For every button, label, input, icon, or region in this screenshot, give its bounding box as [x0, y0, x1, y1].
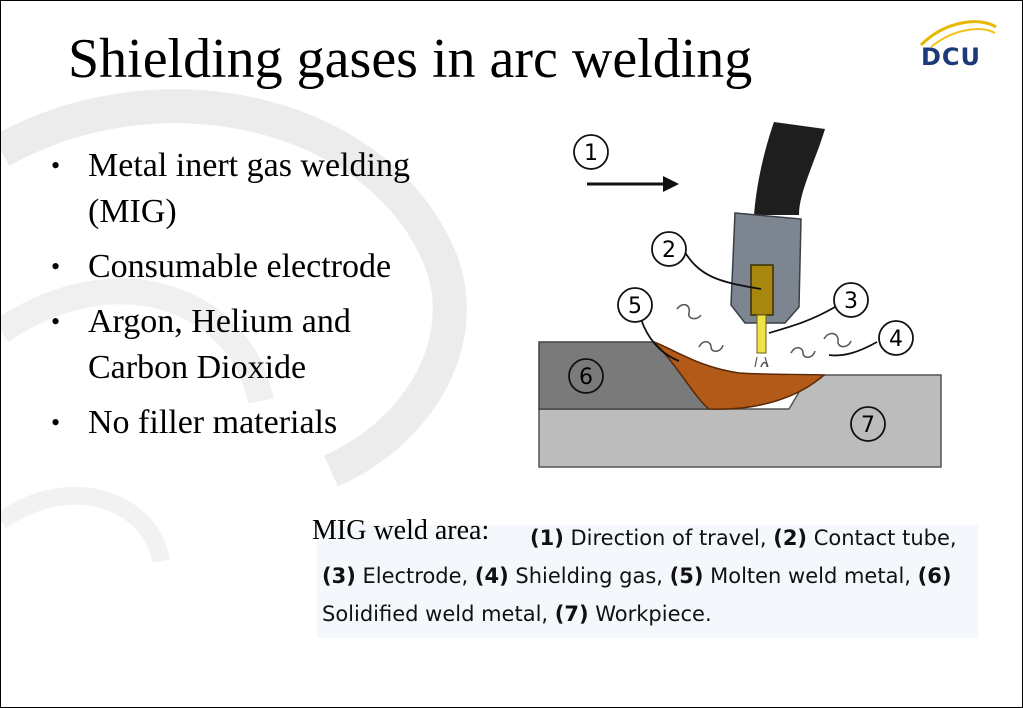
- dcu-logo-swoosh-icon: [919, 20, 997, 48]
- bullet-text: No filler materials: [88, 404, 338, 441]
- callout-number: 7: [861, 413, 875, 438]
- bullet-marker: •: [51, 408, 61, 437]
- caption-item: Solidified weld metal,: [322, 602, 555, 626]
- leader-line: [640, 318, 680, 362]
- caption-text: (1) Direction of travel, (2) Contact tub…: [322, 519, 972, 633]
- caption-item: Molten weld metal,: [703, 564, 918, 588]
- shielding-gas-wisp: [676, 303, 702, 320]
- leader-line: [768, 306, 836, 334]
- caption-number: (4): [474, 564, 509, 588]
- callout-number: 4: [889, 327, 903, 352]
- callout-number: 3: [844, 289, 858, 314]
- bullet-item: • Metal inert gas welding (MIG): [51, 143, 491, 235]
- bullet-marker: •: [51, 252, 61, 281]
- caption-number: (5): [669, 564, 704, 588]
- caption-item: Direction of travel,: [563, 526, 774, 550]
- callout-4: 4: [878, 320, 914, 356]
- caption-item: Contact tube,: [807, 526, 957, 550]
- caption-item: Electrode,: [355, 564, 475, 588]
- electrode: [756, 314, 767, 354]
- bullet-text: Argon, Helium and: [88, 303, 351, 340]
- caption-item: Shielding gas,: [508, 564, 670, 588]
- bullet-item: • Consumable electrode: [51, 244, 491, 290]
- molten-weld-metal: [653, 341, 826, 410]
- bullet-text: Carbon Dioxide: [88, 349, 307, 386]
- caption-number: (6): [917, 564, 952, 588]
- shielding-gas-wisp: [760, 361, 768, 368]
- arc-spark: [754, 356, 769, 368]
- callout-6: 6: [568, 358, 604, 394]
- bullet-marker: •: [51, 307, 61, 336]
- callout-number: 2: [662, 238, 676, 263]
- dcu-logo: DCU: [921, 43, 982, 71]
- caption-label: MIG weld area:: [312, 515, 490, 546]
- callout-3: 3: [833, 282, 869, 318]
- caption-background: [317, 525, 978, 638]
- bullet-text: Consumable electrode: [88, 248, 392, 285]
- shielding-gas-wisp: [698, 341, 724, 352]
- callout-5: 5: [617, 287, 653, 323]
- callout-number: 5: [628, 294, 642, 319]
- callout-7: 7: [850, 406, 886, 442]
- caption-number: (3): [322, 564, 356, 588]
- bullet-list: • Metal inert gas welding (MIG) • Consum…: [51, 143, 491, 455]
- workpiece: [538, 374, 942, 468]
- bullet-item: • No filler materials: [51, 400, 491, 446]
- callout-1: 1: [573, 134, 609, 170]
- mig-weld-diagram: 1 2 3 4 5 6 7: [538, 122, 942, 468]
- bullet-text: (MIG): [88, 193, 177, 230]
- bullet-text: Metal inert gas welding: [88, 147, 410, 184]
- leader-line: [828, 341, 878, 357]
- leader-line: [682, 248, 762, 290]
- welding-hose: [754, 122, 825, 215]
- caption-number: (2): [773, 526, 808, 550]
- arrow-head-icon: [663, 176, 679, 192]
- contact-tube: [750, 264, 774, 316]
- caption-item: Workpiece.: [588, 602, 712, 626]
- callout-number: 6: [579, 365, 593, 390]
- caption-number: (1): [530, 526, 564, 550]
- callout-2: 2: [651, 231, 687, 267]
- caption-number: (7): [554, 602, 589, 626]
- slide-title: Shielding gases in arc welding: [68, 28, 753, 90]
- bullet-marker: •: [51, 151, 61, 180]
- bullet-item: • Argon, Helium and Carbon Dioxide: [51, 299, 491, 391]
- shielding-gas-wisp: [823, 332, 852, 348]
- shielding-gas-wisp: [790, 347, 816, 358]
- callout-number: 1: [584, 141, 598, 166]
